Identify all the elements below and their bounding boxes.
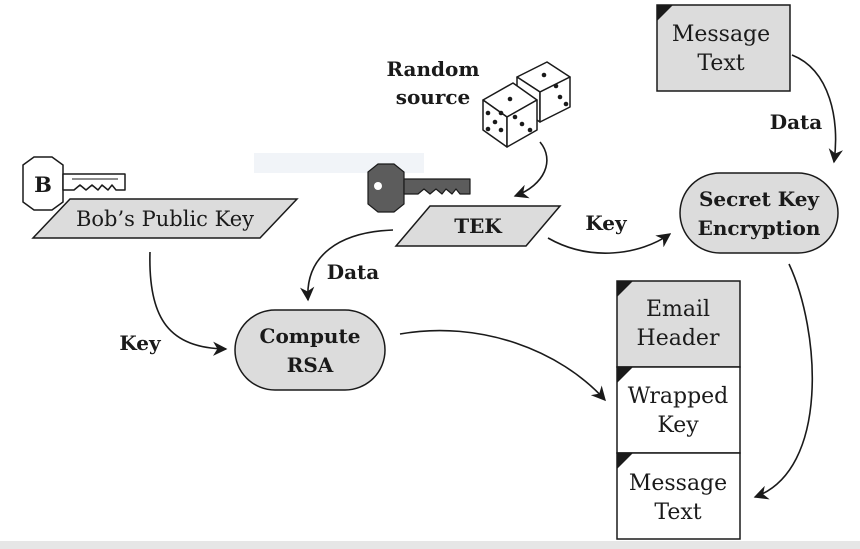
message-text-top-box: Message Text bbox=[656, 4, 791, 92]
data-label-tek-to-rsa: Data bbox=[327, 260, 380, 284]
wrapped-key-label-2: Key bbox=[657, 413, 699, 438]
message-text-top-label-1: Message bbox=[672, 22, 770, 47]
arrow-bobs-key-to-rsa bbox=[149, 251, 228, 356]
arrow-dice-to-tek bbox=[513, 141, 548, 199]
key-label-tek-to-ske: Key bbox=[585, 211, 628, 235]
compute-label-1: Compute bbox=[260, 324, 361, 348]
arrow-rsa-to-wrapped-key bbox=[399, 329, 606, 402]
tek-key-icon bbox=[367, 163, 471, 213]
email-header-box bbox=[616, 280, 741, 368]
bobs-key-icon: B bbox=[22, 156, 126, 211]
key-label-to-rsa: Key bbox=[119, 331, 162, 355]
tek-label: TEK bbox=[454, 214, 502, 238]
arrow-tek-to-rsa bbox=[299, 229, 394, 302]
bobs-key-letter: B bbox=[34, 172, 52, 197]
secret-key-label-2: Encryption bbox=[698, 216, 821, 240]
wrapped-key-box bbox=[616, 366, 741, 454]
message-text-bottom-label-1: Message bbox=[629, 471, 727, 496]
secret-key-label-1: Secret Key bbox=[699, 187, 820, 211]
message-text-bottom-box bbox=[616, 452, 741, 540]
email-header-label-2: Header bbox=[637, 326, 720, 351]
compute-rsa-box: Compute RSA bbox=[234, 309, 386, 391]
random-source-label-2: source bbox=[396, 85, 471, 109]
bottom-strip bbox=[0, 541, 860, 549]
message-text-bottom-label-2: Text bbox=[654, 500, 701, 525]
arrow-ske-to-message bbox=[753, 263, 814, 500]
email-header-label-1: Email bbox=[646, 297, 710, 322]
wrapped-key-label-1: Wrapped bbox=[628, 384, 729, 409]
data-label-top: Data bbox=[770, 110, 823, 134]
arrow-message-to-ske bbox=[791, 54, 843, 164]
dice-icon bbox=[482, 61, 571, 148]
secret-key-encryption-box: Secret Key Encryption bbox=[679, 172, 839, 254]
bobs-public-key-label: Bob’s Public Key bbox=[76, 207, 254, 231]
bobs-public-key-box: Bob’s Public Key bbox=[31, 198, 299, 239]
random-source-label-1: Random bbox=[386, 57, 479, 81]
email-stack: Email Header Wrapped Key Message Text bbox=[616, 280, 741, 540]
message-text-top-label-2: Text bbox=[697, 51, 744, 76]
compute-label-2: RSA bbox=[287, 353, 334, 377]
arrow-tek-to-ske bbox=[547, 233, 672, 254]
tek-box: TEK bbox=[394, 205, 562, 247]
